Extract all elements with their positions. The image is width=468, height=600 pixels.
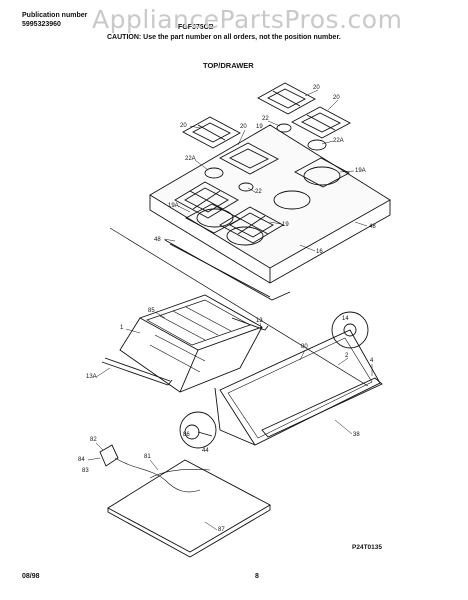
model-number: FGF376CB [178,24,214,31]
callout-22a-right: 22A [333,138,344,144]
publication-label: Publication number [22,12,88,19]
callout-84: 84 [78,457,85,463]
callout-13a: 13A [86,374,97,380]
callout-19a-right: 19A [355,168,366,174]
grate-right [291,106,351,139]
callout-22a-left: 22A [185,156,196,162]
callout-48-left: 48 [154,237,161,243]
callout-4: 4 [370,358,374,364]
callout-48-right: 48 [369,224,376,230]
grate-rear-left [182,116,241,149]
callout-83: 83 [82,468,89,474]
callout-16: 16 [316,249,323,255]
drawer-assembly [99,294,383,558]
caution-note: CAUTION: Use the part number on all orde… [107,34,341,41]
publication-number: 5995323960 [22,21,61,28]
footer-page-number: 8 [255,573,259,580]
callout-13: 13 [256,318,263,324]
callout-22-a: 22 [262,116,269,122]
callout-20-a: 20 [313,85,320,91]
callout-2: 2 [345,353,349,359]
callout-86: 86 [183,432,190,438]
callout-19-bottom: 19 [282,222,289,228]
callout-19a-left: 19A [168,203,179,209]
callout-38: 38 [353,432,360,438]
callout-14: 14 [342,316,349,322]
footer-date: 08/98 [22,573,40,580]
figure-code: P24T0135 [352,544,382,551]
callout-44: 44 [202,448,209,454]
callout-81: 81 [144,454,151,460]
grate-top [257,82,316,115]
callout-85: 85 [148,308,155,314]
callout-22-b: 22 [255,189,262,195]
leader-lines [87,89,373,531]
watermark: AppliancePartsPros.com [92,5,403,34]
callout-87: 87 [218,527,225,533]
grate-middle [219,142,279,175]
callout-19-top: 19 [256,124,263,130]
cooktop-assembly [109,82,391,387]
callout-20-b: 20 [333,95,340,101]
callout-20-d: 20 [240,124,247,130]
callout-80: 80 [301,344,308,350]
callout-1: 1 [120,325,124,331]
callout-82: 82 [90,437,97,443]
callout-20-c: 20 [180,123,187,129]
section-title: TOP/DRAWER [203,61,254,70]
